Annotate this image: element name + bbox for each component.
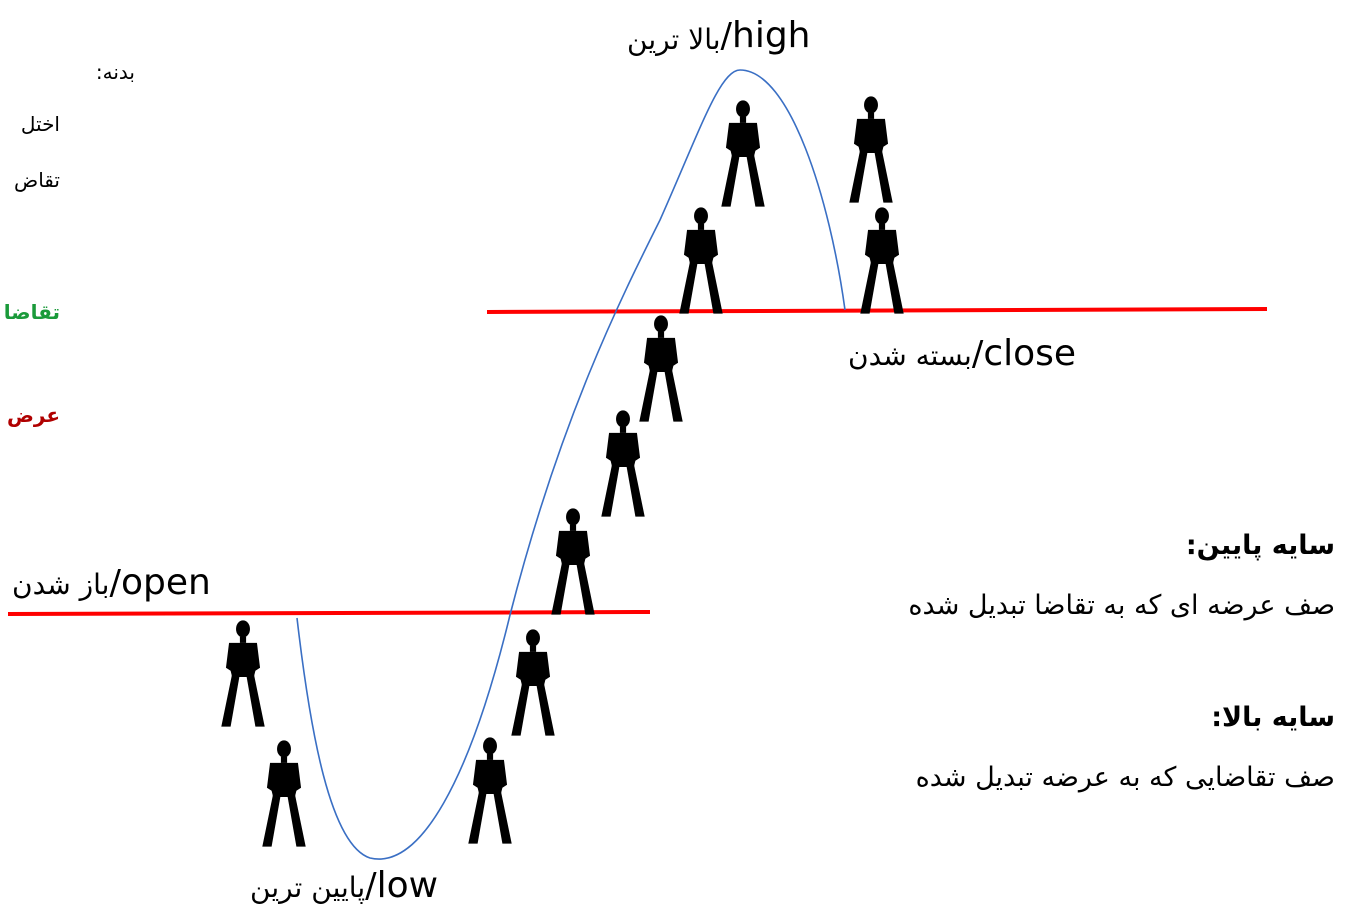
high-label: بالا ترین/high	[627, 15, 811, 56]
person-icon	[511, 629, 555, 736]
upper-shadow-title: سایه بالا:	[1211, 702, 1335, 733]
close-level-line	[486, 307, 1268, 314]
close-label-fa: بسته شدن	[848, 339, 972, 372]
lower-shadow-title: سایه پایین:	[1185, 530, 1335, 561]
low-label-en: low	[376, 865, 439, 906]
low-label-fa: پایین ترین	[250, 871, 366, 904]
close-label-en: close	[983, 333, 1077, 374]
person-icon	[551, 508, 595, 615]
high-label-en: high	[732, 15, 811, 56]
price-path-curve	[296, 69, 846, 860]
person-icon	[221, 620, 265, 727]
high-label-fa: بالا ترین	[627, 23, 721, 56]
lower-shadow-text: صف عرضه ای که به تقاضا تبدیل شده	[908, 590, 1335, 621]
person-icon	[639, 315, 683, 422]
open-label-en: open	[120, 562, 211, 603]
upper-shadow-text: صف تقاضایی که به عرضه تبدیل شده	[915, 762, 1335, 793]
person-icon	[849, 96, 893, 203]
person-icon	[679, 207, 723, 314]
person-icon	[601, 410, 645, 517]
body-line-1: اختل	[20, 112, 60, 136]
low-label: پایین ترین/low	[250, 865, 439, 906]
supply-label: عرض	[6, 403, 60, 427]
open-label-fa: باز شدن	[12, 568, 110, 601]
person-icon	[721, 100, 765, 207]
open-label: باز شدن/open	[12, 562, 211, 603]
body-line-2: تقاض	[14, 168, 60, 192]
person-icon	[468, 737, 512, 844]
close-label: بسته شدن/close	[848, 333, 1077, 374]
body-heading: بدنه:	[95, 60, 135, 84]
person-icon	[262, 740, 306, 847]
demand-label: تقاضا	[3, 300, 60, 324]
open-level-line	[7, 610, 651, 616]
person-icon	[860, 207, 904, 314]
